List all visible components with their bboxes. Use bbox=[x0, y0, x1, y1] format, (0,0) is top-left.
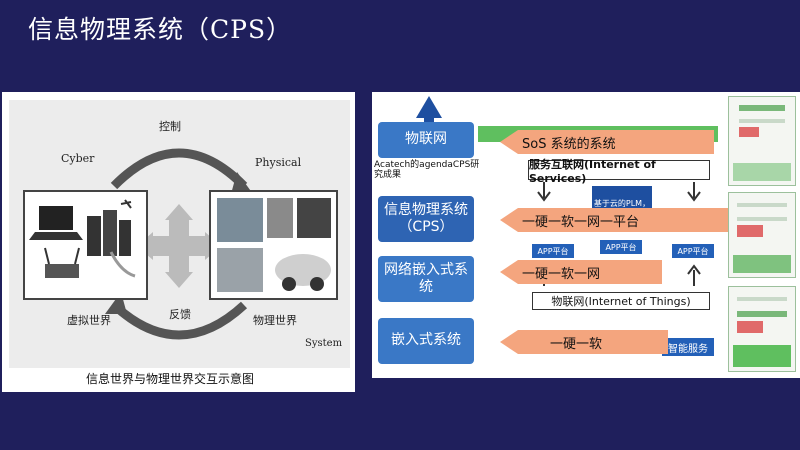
figure-canvas: 控制 Cyber Physical bbox=[9, 100, 350, 368]
physical-world-box bbox=[209, 190, 338, 300]
app-platform-3: APP平台 bbox=[672, 244, 714, 258]
physical-world-label: 物理世界 bbox=[253, 314, 297, 327]
app-platform-1: APP平台 bbox=[532, 244, 574, 258]
callout-hw-sw-net-platform: 一硬一软一网一平台 bbox=[500, 208, 736, 232]
box-cps: 信息物理系统（CPS） bbox=[378, 196, 474, 242]
down-arrows-icon bbox=[537, 182, 701, 202]
internet-of-things-bar: 物联网(Internet of Things) bbox=[532, 292, 710, 310]
box-internet-of-things: 物联网 bbox=[378, 122, 474, 158]
smart-service-box: 智能服务 bbox=[662, 338, 714, 356]
up-arrow-icon bbox=[416, 96, 442, 124]
box-networked-embedded: 网络嵌入式系统 bbox=[378, 256, 474, 302]
cps-interaction-figure: 控制 Cyber Physical bbox=[2, 92, 355, 392]
document-thumbnail-3 bbox=[728, 286, 796, 372]
callout-hw-sw-net: 一硬一软一网 bbox=[500, 260, 662, 284]
box-embedded: 嵌入式系统 bbox=[378, 318, 474, 364]
slide-title: 信息物理系统（CPS） bbox=[28, 15, 293, 44]
document-thumbnail-1 bbox=[728, 96, 796, 186]
cyber-devices-illustration bbox=[29, 199, 136, 278]
physical-label: Physical bbox=[255, 156, 302, 169]
feedback-label: 反馈 bbox=[169, 308, 191, 321]
physical-things-illustration bbox=[217, 198, 331, 292]
callout-sos: SoS 系统的系统 bbox=[500, 130, 714, 154]
cyber-world-box bbox=[23, 190, 148, 300]
control-label: 控制 bbox=[159, 120, 181, 133]
cyber-label: Cyber bbox=[61, 152, 95, 165]
internet-of-services-bar: 服务互联网(Internet of Services) bbox=[528, 158, 710, 185]
cps-architecture-figure: 物联网 Acatech的agendaCPS研究成果 信息物理系统（CPS） 网络… bbox=[372, 92, 800, 378]
document-thumbnail-2 bbox=[728, 192, 796, 278]
callout-hw-sw: 一硬一软 bbox=[500, 330, 668, 354]
virtual-world-label: 虚拟世界 bbox=[67, 314, 111, 327]
figure-caption: 信息世界与物理世界交互示意图 bbox=[86, 370, 255, 387]
system-label: System bbox=[305, 338, 343, 349]
app-platform-2: APP平台 bbox=[600, 240, 642, 254]
acatech-note: Acatech的agendaCPS研究成果 bbox=[374, 160, 484, 181]
